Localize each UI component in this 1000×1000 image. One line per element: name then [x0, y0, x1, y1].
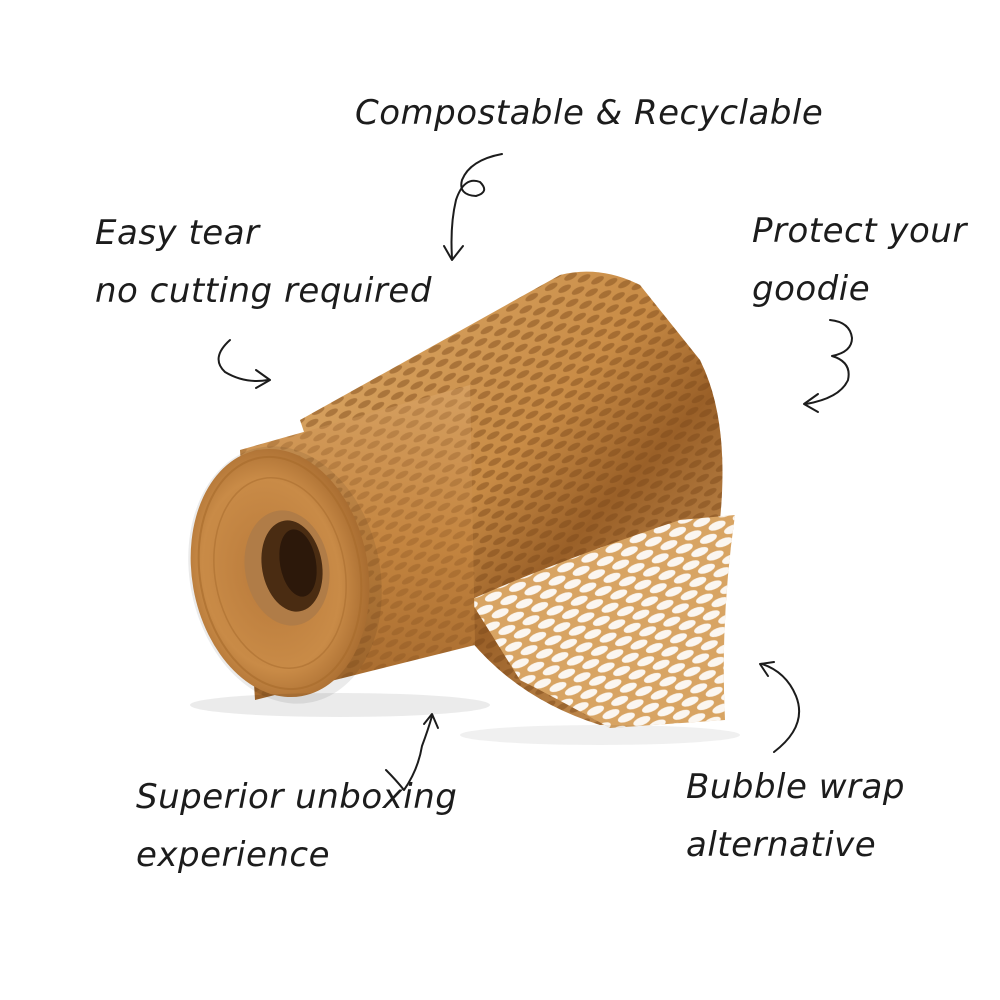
callout-protect: Protect your goodie	[752, 202, 967, 318]
arrow-unboxing-icon	[385, 713, 439, 791]
callout-bubble: Bubble wrap alternative	[686, 758, 905, 874]
callout-compostable: Compostable & Recyclable	[355, 84, 823, 142]
callout-easy-tear-line2: no cutting required	[95, 271, 432, 311]
arrow-protect-icon	[803, 319, 853, 413]
callout-easy-tear: Easy tear no cutting required	[95, 204, 432, 320]
paper-roll	[188, 385, 490, 717]
callout-easy-tear-line1: Easy tear	[95, 213, 260, 253]
arrow-compostable-icon	[443, 153, 503, 261]
callout-protect-line1: Protect your	[752, 211, 967, 251]
arrow-easy-tear-icon	[217, 339, 271, 389]
arrow-bubble-icon	[759, 661, 801, 753]
callout-unboxing-line2: experience	[136, 835, 331, 875]
callout-unboxing: Superior unboxing experience	[136, 768, 457, 884]
callout-compostable-line1: Compostable & Recyclable	[355, 93, 824, 133]
callout-unboxing-line1: Superior unboxing	[136, 777, 458, 817]
callout-bubble-line1: Bubble wrap	[686, 767, 905, 807]
callout-protect-line2: goodie	[752, 269, 871, 309]
callout-bubble-line2: alternative	[686, 825, 877, 865]
